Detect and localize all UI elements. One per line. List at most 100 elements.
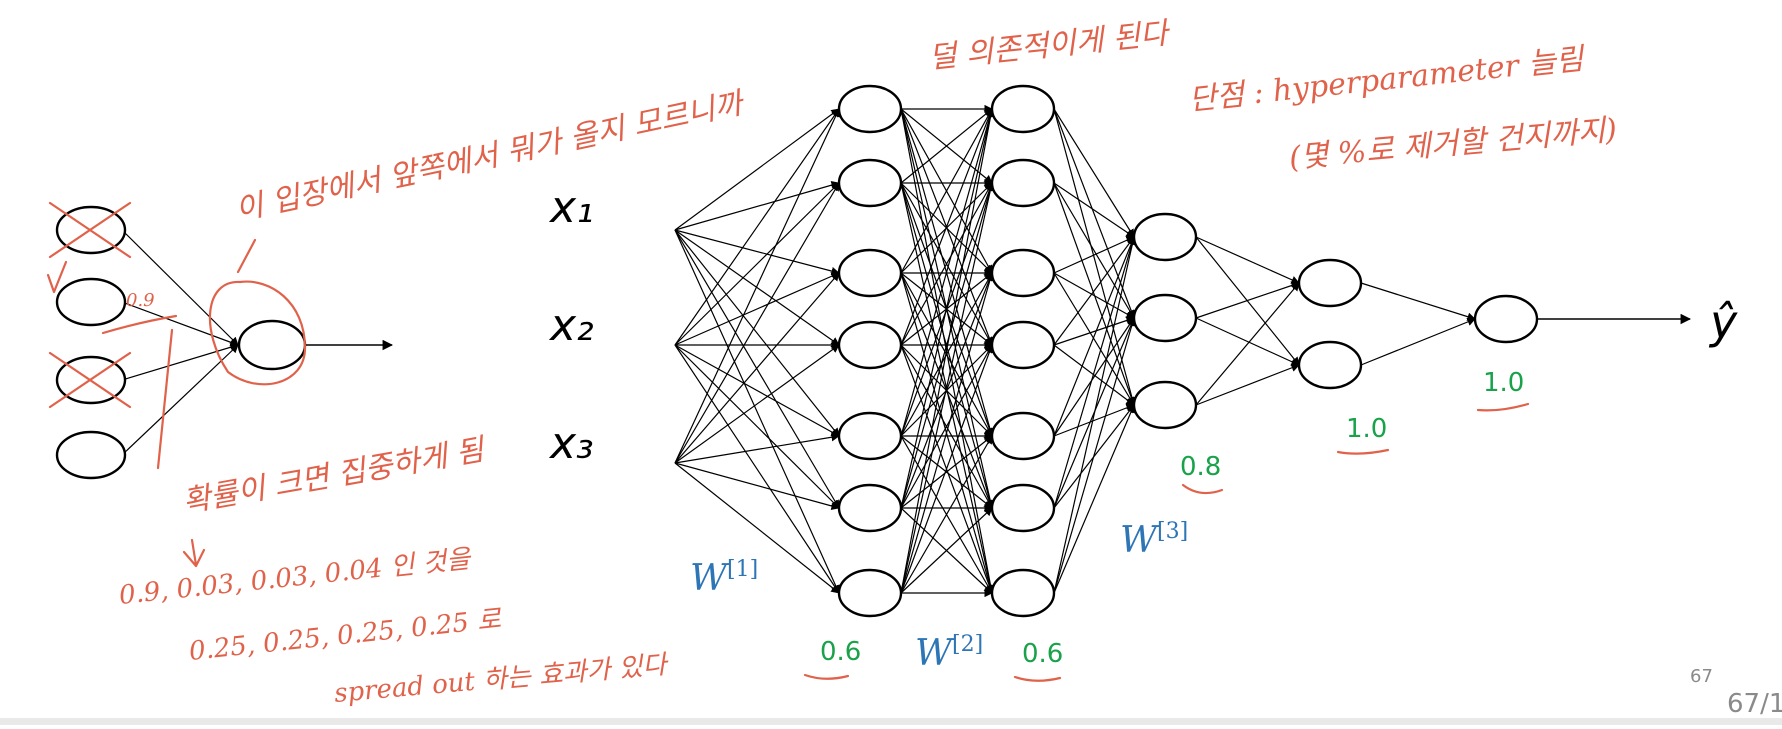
unit-l1-1 bbox=[837, 84, 903, 134]
small-edge bbox=[121, 344, 239, 456]
down-arrow-ink bbox=[182, 538, 206, 568]
dropped-unit-cross bbox=[48, 201, 132, 259]
weight-label-3: W[3] bbox=[1120, 519, 1188, 561]
input-x1: x₁ bbox=[548, 182, 594, 233]
small-edge bbox=[121, 301, 239, 347]
note-prob: 확률이 크면 집중하게 됨 bbox=[180, 432, 488, 520]
edge bbox=[1053, 108, 1137, 406]
note-values-b: 0.25, 0.25, 0.25, 0.25 로 bbox=[188, 604, 504, 667]
edge bbox=[900, 272, 993, 437]
small-input-unit-4 bbox=[55, 430, 127, 480]
edge bbox=[1053, 236, 1137, 594]
edge bbox=[1053, 236, 1136, 509]
edge bbox=[900, 108, 995, 509]
edge bbox=[1360, 282, 1476, 321]
unit-l4-2 bbox=[1297, 340, 1363, 390]
edge bbox=[1053, 317, 1135, 437]
edge bbox=[900, 108, 993, 274]
keep-prob-layer-4: 1.0 bbox=[1346, 414, 1387, 444]
unit-l1-5 bbox=[837, 411, 903, 461]
note-top-right-1: 단점 : hyperparameter 늘림 bbox=[1187, 41, 1587, 117]
underline-ink bbox=[1336, 448, 1390, 455]
unit-l2-4 bbox=[990, 320, 1056, 370]
unit-l2-7 bbox=[990, 568, 1056, 618]
unit-l3-2 bbox=[1132, 293, 1198, 343]
edge bbox=[1195, 363, 1300, 406]
edge bbox=[674, 229, 840, 346]
edge bbox=[900, 108, 995, 437]
edge bbox=[674, 181, 840, 231]
small-input-unit-2 bbox=[55, 277, 127, 327]
edge bbox=[1053, 108, 1135, 238]
edge bbox=[900, 108, 993, 184]
edge bbox=[1360, 317, 1476, 366]
small-weight-label: 0.9 bbox=[126, 290, 155, 311]
edge bbox=[1053, 272, 1135, 406]
edge bbox=[674, 344, 840, 464]
edge bbox=[900, 182, 993, 346]
edge bbox=[1195, 282, 1300, 406]
small-edge bbox=[121, 343, 239, 381]
input-x2: x₂ bbox=[548, 300, 594, 351]
unit-l1-2 bbox=[837, 158, 903, 208]
edge bbox=[1053, 404, 1135, 594]
keep-prob-layer-1: 0.6 bbox=[820, 637, 861, 667]
edge bbox=[674, 344, 840, 594]
note-spread: spread out 하는 효과가 있다 bbox=[333, 650, 671, 709]
unit-l2-2 bbox=[990, 158, 1056, 208]
edge bbox=[1195, 317, 1300, 366]
unit-l5-1 bbox=[1473, 294, 1539, 344]
weight-label-2: W[2] bbox=[915, 632, 983, 674]
underline-ink bbox=[1013, 675, 1062, 682]
edge bbox=[1053, 316, 1135, 346]
edge bbox=[674, 229, 840, 437]
keep-prob-layer-2: 0.6 bbox=[1022, 639, 1063, 669]
edge bbox=[900, 344, 994, 594]
underline-ink bbox=[803, 673, 850, 680]
unit-l1-4 bbox=[837, 320, 903, 370]
edge bbox=[1053, 108, 1136, 319]
unit-l2-1 bbox=[990, 84, 1056, 134]
edge bbox=[674, 108, 840, 346]
edge bbox=[1053, 236, 1136, 437]
checkmark-ink bbox=[46, 260, 68, 294]
edge bbox=[674, 462, 840, 594]
edge bbox=[674, 229, 840, 276]
edge bbox=[1053, 317, 1136, 594]
unit-l1-6 bbox=[837, 483, 903, 533]
edge bbox=[1053, 236, 1135, 274]
edge bbox=[900, 182, 995, 594]
note-top-right-2: (몇 %로 제거할 건지까지) bbox=[1288, 112, 1619, 176]
svg-text:W[1]: W[1] bbox=[690, 557, 758, 599]
edge bbox=[674, 229, 840, 594]
pointer-ink bbox=[236, 238, 257, 274]
edge bbox=[900, 272, 994, 594]
edge bbox=[1195, 281, 1300, 319]
edge bbox=[1053, 236, 1135, 346]
unit-l2-5 bbox=[990, 411, 1056, 461]
edge bbox=[900, 108, 995, 594]
keep-prob-layer-5: 1.0 bbox=[1483, 368, 1524, 398]
edge bbox=[674, 182, 840, 346]
edge bbox=[900, 182, 995, 509]
edge bbox=[1053, 272, 1135, 319]
edge bbox=[674, 344, 840, 509]
edge bbox=[674, 272, 840, 346]
network-nodes bbox=[837, 84, 1539, 618]
underline-ink bbox=[1181, 483, 1224, 495]
unit-l4-1 bbox=[1297, 258, 1363, 308]
edge bbox=[674, 182, 840, 464]
input-x3: x₃ bbox=[548, 418, 594, 469]
unit-l1-3 bbox=[837, 248, 903, 298]
edge bbox=[674, 229, 840, 509]
focus-circle-ink bbox=[208, 280, 307, 386]
unit-l3-1 bbox=[1132, 212, 1198, 262]
edge bbox=[900, 435, 993, 594]
edge bbox=[674, 462, 840, 511]
edge bbox=[674, 108, 840, 231]
page-counter: 67/1 bbox=[1727, 689, 1782, 719]
edge bbox=[1195, 236, 1300, 284]
single-unit-example: 0.9 bbox=[46, 201, 394, 568]
